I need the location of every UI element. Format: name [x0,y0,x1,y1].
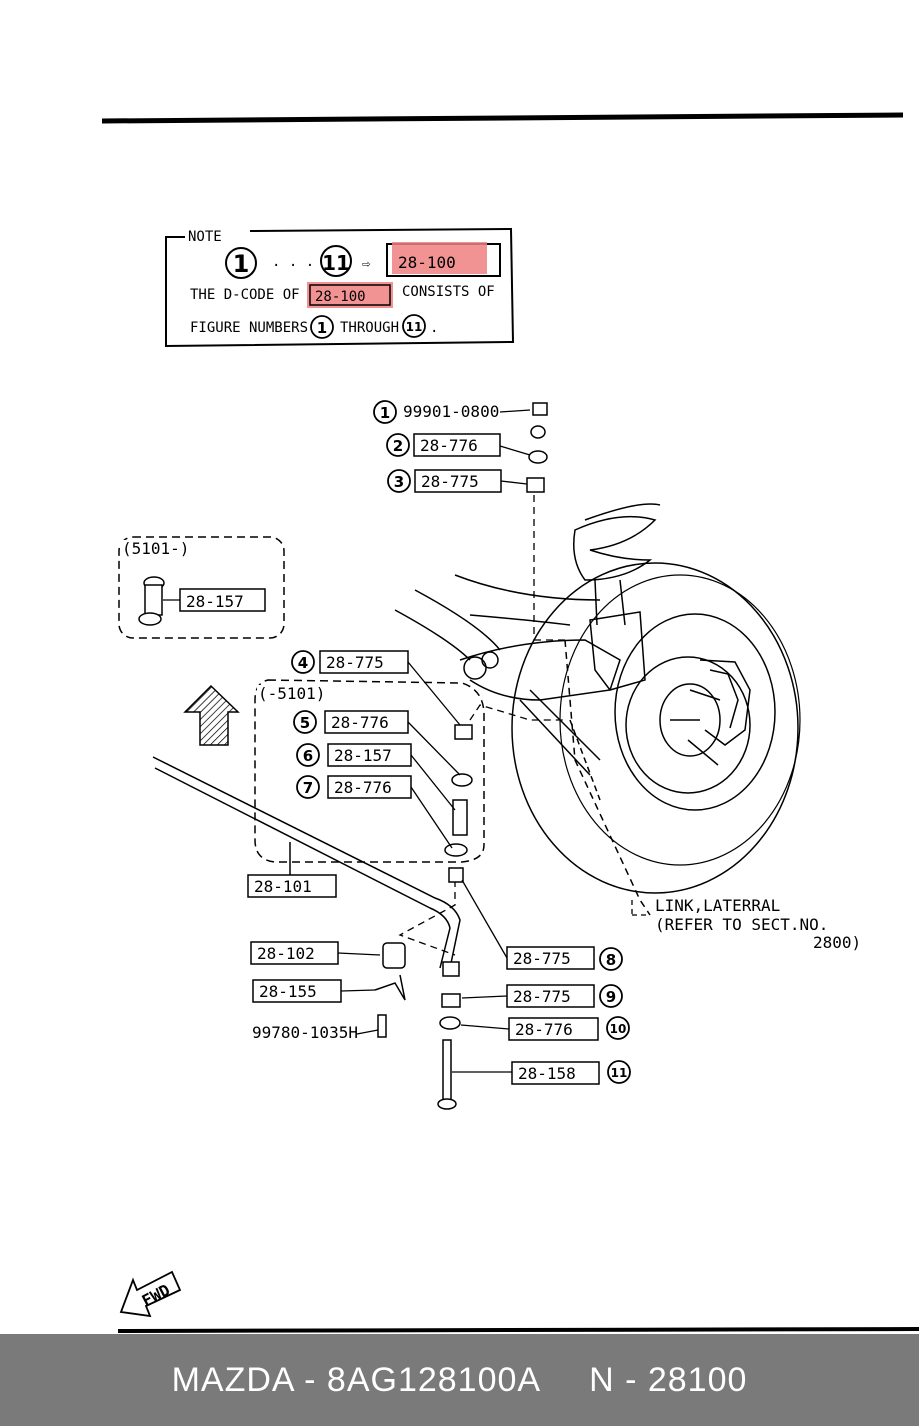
footer-diagram-code: N - 28100 [589,1360,748,1399]
up-direction-arrow [183,684,240,746]
note-line2-mid: THROUGH [340,320,399,336]
part-callout-2: 2 28-776 [386,433,531,457]
bushing-code: 28-102 [257,944,315,963]
reference-line-3: 2800) [813,933,861,952]
note-range-start: 1 [233,250,250,278]
wheel-assembly-drawing [394,503,801,916]
note-code: 28-100 [398,253,456,272]
reference-line-2: (REFER TO SECT.NO. [655,915,828,934]
part-callout-1: 1 99901-0800 [373,400,531,424]
part-number: 11 [611,1066,628,1080]
note-title: NOTE [188,229,222,245]
part-number: 6 [303,747,313,765]
part-number: 9 [606,988,616,1006]
bracket-code: 28-155 [259,982,317,1001]
bolt-label: 99780-1035H [252,1023,379,1042]
note-line2-end: 11 [406,320,423,334]
note-range-end: 11 [322,251,350,275]
inset-5101-earlier: (-5101) [254,679,485,863]
stabilizer-label: 28-101 [247,874,337,898]
part-callout-9: 28-775 9 [461,984,623,1008]
inset-b-range: (-5101) [258,684,325,703]
part-number: 4 [298,654,308,672]
part-callout-6: 6 28-157 [296,743,456,811]
part-code: 28-776 [420,436,478,455]
note-arrow: ⇨ [362,256,371,272]
part-callout-3: 3 28-775 [387,469,528,493]
note-ellipsis: · · · [272,258,314,274]
tire-outline [511,562,799,894]
part-number: 10 [610,1022,627,1036]
part-number: 7 [303,779,313,797]
connector-lines [398,495,565,956]
part-code: 28-157 [334,746,392,765]
note-line2-post: . [430,320,438,336]
part-code: 28-776 [515,1020,573,1039]
bracket-label: 28-155 [252,979,376,1003]
part-code: 28-775 [326,653,384,672]
parts-diagram: NOTE 1 · · · 11 ⇨ 28-100 THE D-CODE OF 2… [101,112,919,1333]
rim-outline [614,613,776,811]
part-callout-7: 7 28-776 [296,775,453,849]
inset-a-code: 28-157 [186,592,244,611]
note-inline-highlight [307,282,393,308]
part-number: 3 [394,473,404,491]
reference-line-1: LINK,LATERRAL [655,896,780,915]
top-hardware-drawing [526,402,548,493]
bushing-label: 28-102 [250,941,381,965]
footer-bar: MAZDA - 8AG128100A N - 28100 [0,1334,919,1426]
part-code: 28-158 [518,1064,576,1083]
note-line1-post: CONSISTS OF [402,284,495,300]
part-callout-4: 4 28-775 [291,650,461,726]
stabilizer-code: 28-101 [254,877,312,896]
note-line2-start: 1 [317,319,327,337]
inset-a-range: (5101-) [122,539,189,558]
note-code-highlight [392,242,487,274]
bottom-rule [117,1327,919,1333]
note-box: NOTE 1 · · · 11 ⇨ 28-100 THE D-CODE OF 2… [165,227,515,348]
fwd-arrow-icon: FWD [119,1270,182,1318]
lateral-link-reference: LINK,LATERRAL (REFER TO SECT.NO. 2800) [631,896,861,952]
bolt-code: 99780-1035H [252,1023,358,1042]
note-line2-pre: FIGURE NUMBERS [190,320,308,336]
part-code: 28-776 [331,713,389,732]
part-callout-8: 28-775 8 [461,879,623,971]
top-rule [101,112,904,124]
note-line1-code: 28-100 [315,289,366,305]
stabilizer-bar-drawing [152,756,461,969]
note-line1-pre: THE D-CODE OF [190,287,300,303]
part-callout-5: 5 28-776 [293,710,461,776]
part-callout-10: 28-776 10 [460,1016,630,1041]
lower-hardware-drawing [374,867,464,1110]
part-code: 28-775 [513,949,571,968]
part-code: 28-776 [334,778,392,797]
part-number: 8 [606,951,616,969]
part-number: 1 [380,404,390,422]
part-callout-11: 28-158 11 [452,1060,631,1085]
part-code: 28-775 [513,987,571,1006]
footer-part-number: MAZDA - 8AG128100A [171,1360,542,1399]
part-number: 5 [300,714,310,732]
part-number: 2 [393,437,403,455]
inset-5101-later: (5101-) 28-157 [118,536,285,639]
part-code: 99901-0800 [403,402,499,421]
part-code: 28-775 [421,472,479,491]
